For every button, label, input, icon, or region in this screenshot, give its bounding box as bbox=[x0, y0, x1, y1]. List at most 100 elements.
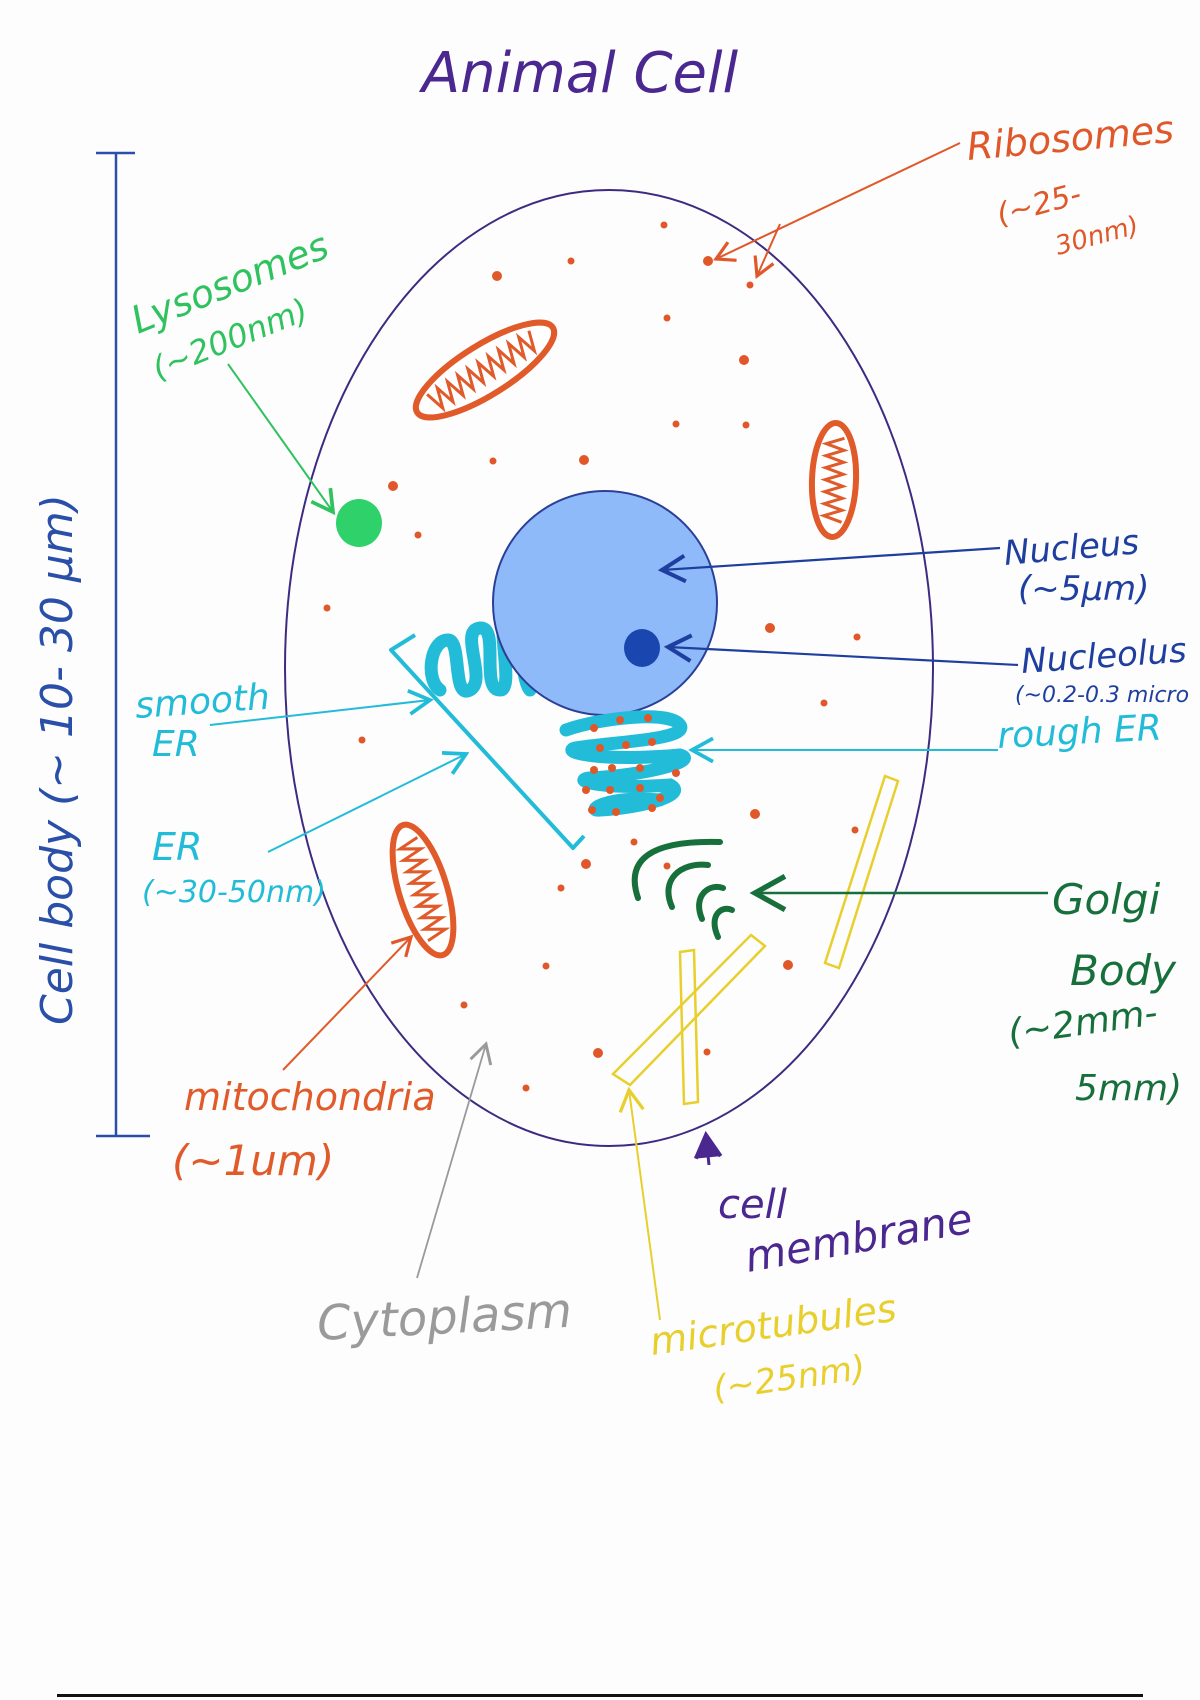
ribosomes-leader-2 bbox=[753, 223, 781, 280]
ribosome-dot bbox=[648, 804, 656, 812]
smooth-er-leader bbox=[209, 689, 434, 726]
ribosome-dot bbox=[663, 314, 671, 322]
ribosome-dot bbox=[672, 769, 680, 777]
ribosome-dot bbox=[590, 766, 598, 774]
ribosome-dot bbox=[636, 784, 644, 792]
cytoplasm-label: Cytoplasm bbox=[316, 1283, 574, 1352]
mitochondrion-top-left bbox=[412, 319, 558, 421]
rough-er bbox=[559, 710, 691, 817]
ribosome-dot bbox=[739, 355, 749, 365]
ribosome-dot bbox=[644, 714, 652, 722]
ribosome-dot bbox=[489, 457, 497, 465]
ribosome-dot bbox=[746, 281, 754, 289]
microtubule bbox=[611, 933, 767, 1087]
mitochondrion-cristae bbox=[819, 436, 849, 524]
nucleus bbox=[492, 490, 718, 716]
smooth-er-label: smooth ER bbox=[134, 677, 271, 765]
microtubule bbox=[678, 948, 700, 1106]
ribosome-dot bbox=[820, 699, 828, 707]
ribosome-dot bbox=[579, 455, 589, 465]
mitochondrion-cristae bbox=[426, 330, 538, 413]
page-title: Animal Cell bbox=[419, 41, 739, 106]
ribosome-dot bbox=[567, 257, 575, 265]
ribosomes-leader bbox=[713, 142, 961, 262]
svg-text:ER: ER bbox=[152, 825, 202, 869]
nucleolus-label: Nucleolus (~0.2-0.3 micro bbox=[1015, 631, 1189, 708]
ribosome-dot bbox=[636, 764, 644, 772]
ribosome-dot bbox=[660, 221, 668, 229]
page-bottom-rule bbox=[57, 1694, 1143, 1697]
nucleolus-leader bbox=[663, 633, 1019, 667]
rough-er-ribosomes bbox=[582, 714, 680, 816]
nucleus-leader bbox=[657, 546, 1001, 584]
ribosome-dot bbox=[853, 633, 861, 641]
scale-bar-label: Cell body (~ 10- 30 µm) bbox=[32, 494, 83, 1025]
ribosome-dot bbox=[622, 741, 630, 749]
svg-text:Body: Body bbox=[1070, 946, 1177, 995]
svg-text:ER: ER bbox=[152, 724, 200, 765]
ribosome-dot bbox=[358, 736, 366, 744]
ribosome-dot bbox=[414, 531, 422, 539]
er-bracket bbox=[389, 633, 586, 850]
svg-text:30nm): 30nm) bbox=[1052, 211, 1142, 262]
lysosome bbox=[336, 499, 382, 547]
svg-text:mitochondria: mitochondria bbox=[184, 1075, 436, 1119]
ribosome-dot bbox=[616, 716, 624, 724]
ribosome-dot bbox=[608, 764, 616, 772]
free-ribosomes bbox=[323, 221, 861, 1092]
ribosome-dot bbox=[581, 859, 591, 869]
svg-text:Nucleolus: Nucleolus bbox=[1020, 631, 1188, 682]
ribosome-dot bbox=[588, 806, 596, 814]
lysosomes-leader bbox=[227, 363, 336, 516]
ribosome-dot bbox=[388, 481, 398, 491]
mitochondria-label: mitochondria (~1um) bbox=[172, 1075, 436, 1185]
ribosome-dot bbox=[663, 862, 671, 870]
er-label: ER (~30-50nm) bbox=[142, 825, 326, 910]
svg-text:(~5µm): (~5µm) bbox=[1018, 569, 1149, 609]
ribosome-dot bbox=[492, 271, 502, 281]
ribosome-dot bbox=[703, 1048, 711, 1056]
ribosome-dot bbox=[851, 826, 859, 834]
mitochondria-leader bbox=[282, 934, 414, 1071]
golgi-body bbox=[631, 838, 735, 940]
cytoplasm-leader bbox=[416, 1041, 493, 1279]
mitochondrion-cristae bbox=[394, 836, 451, 942]
svg-text:(~25nm): (~25nm) bbox=[711, 1348, 868, 1409]
svg-text:(~2mm-: (~2mm- bbox=[1006, 992, 1160, 1054]
svg-text:(~30-50nm): (~30-50nm) bbox=[142, 875, 326, 910]
golgi-label: Golgi Body (~2mm- 5mm) bbox=[1006, 875, 1183, 1109]
ribosome-dot bbox=[648, 738, 656, 746]
ribosome-dot bbox=[703, 256, 713, 266]
rough-er-label: rough ER bbox=[996, 707, 1162, 757]
svg-text:(~0.2-0.3 micro: (~0.2-0.3 micro bbox=[1015, 683, 1189, 708]
ribosome-dot bbox=[612, 808, 620, 816]
ribosome-dot bbox=[750, 809, 760, 819]
mitochondrion-right bbox=[808, 420, 860, 540]
cell-membrane-arrow bbox=[693, 1130, 723, 1166]
svg-text:Nucleus: Nucleus bbox=[1002, 522, 1140, 574]
ribosome-dot bbox=[672, 420, 680, 428]
svg-text:5mm): 5mm) bbox=[1075, 1068, 1182, 1109]
ribosome-dot bbox=[656, 794, 664, 802]
ribosome-dot bbox=[590, 724, 598, 732]
ribosome-dot bbox=[522, 1084, 530, 1092]
ribosome-dot bbox=[765, 623, 775, 633]
ribosome-dot bbox=[323, 604, 331, 612]
nucleolus bbox=[624, 629, 660, 667]
ribosome-dot bbox=[582, 786, 590, 794]
ribosome-dot bbox=[783, 960, 793, 970]
ribosome-dot bbox=[593, 1048, 603, 1058]
cell-membrane bbox=[284, 189, 934, 1147]
svg-text:cell: cell bbox=[718, 1182, 787, 1228]
ribosome-dot bbox=[596, 744, 604, 752]
ribosome-dot bbox=[606, 786, 614, 794]
ribosome-dot bbox=[542, 962, 550, 970]
scale-bar bbox=[96, 151, 150, 1138]
microtubules-label: microtubules (~25nm) bbox=[647, 1286, 899, 1409]
ribosome-dot bbox=[557, 884, 565, 892]
svg-text:Ribosomes: Ribosomes bbox=[965, 107, 1176, 169]
microtubules-leader bbox=[618, 1086, 661, 1321]
microtubule bbox=[823, 774, 900, 970]
nucleus-label: Nucleus (~5µm) bbox=[1002, 522, 1149, 609]
